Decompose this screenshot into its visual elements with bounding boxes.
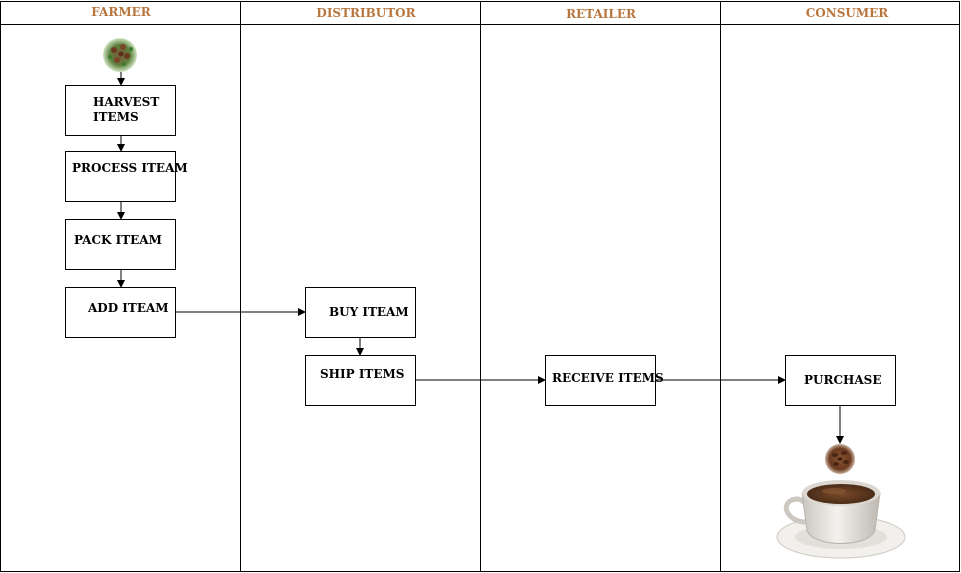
step-process-label: PROCESS ITEAM [72, 161, 188, 175]
step-pack-label: PACK ITEAM [74, 233, 162, 247]
step-harvest-items: HARVEST ITEMS [65, 85, 176, 136]
step-buy-item: BUY ITEAM [305, 287, 416, 338]
step-pack-item: PACK ITEAM [65, 219, 176, 270]
lane-title-distributor: DISTRIBUTOR [316, 6, 416, 20]
step-harvest-label-line2: ITEMS [93, 110, 139, 124]
step-buy-label: BUY ITEAM [329, 305, 409, 319]
coffee-bean-icon [825, 444, 855, 474]
flow-connectors [117, 72, 844, 444]
step-add-label: ADD ITEAM [87, 301, 169, 315]
coffee-plant-icon [103, 38, 137, 72]
step-ship-items: SHIP ITEMS [305, 355, 416, 406]
lane-title-farmer: FARMER [91, 5, 152, 19]
lane-title-retailer: RETAILER [566, 7, 637, 21]
step-purchase: PURCHASE [785, 355, 896, 406]
step-harvest-label-line1: HARVEST [93, 95, 159, 109]
coffee-cup-icon [776, 480, 906, 559]
lane-title-consumer: CONSUMER [806, 6, 890, 20]
step-process-item: PROCESS ITEAM [65, 151, 188, 202]
step-ship-label: SHIP ITEMS [320, 367, 404, 381]
step-add-item: ADD ITEAM [65, 287, 176, 338]
step-purchase-label: PURCHASE [804, 373, 881, 387]
step-receive-label: RECEIVE ITEMS [552, 371, 664, 385]
step-receive-items: RECEIVE ITEMS [545, 355, 664, 406]
